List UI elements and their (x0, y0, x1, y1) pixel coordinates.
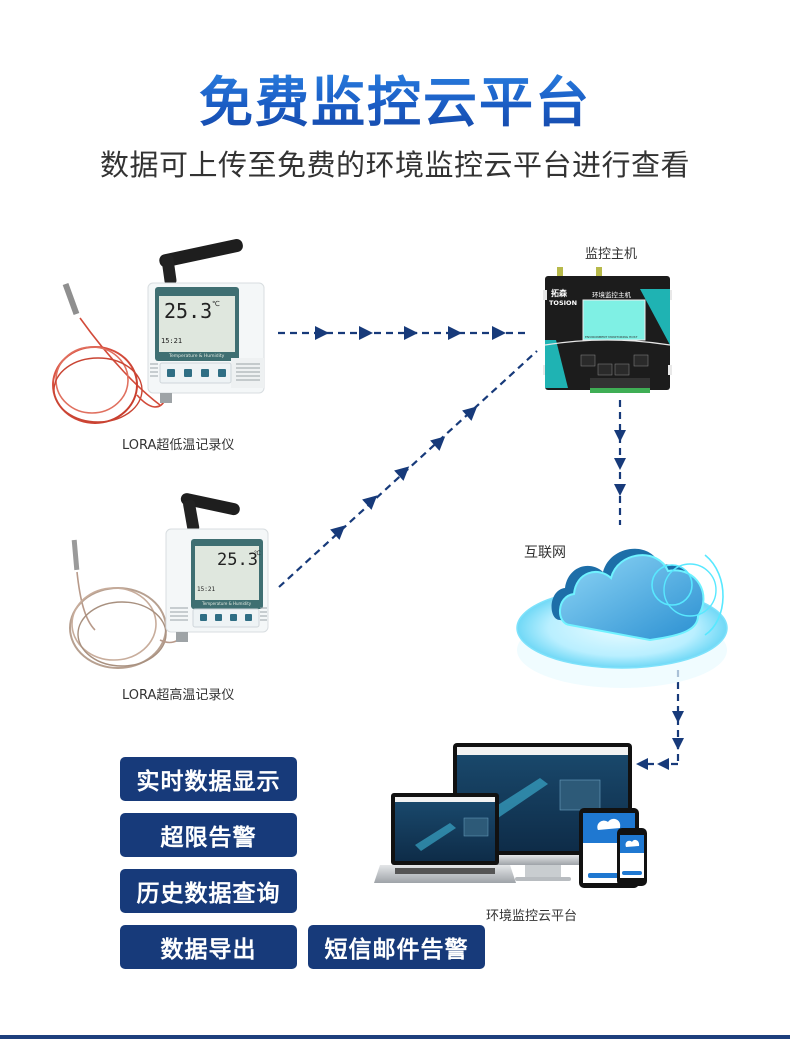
host-brand-en: TOSION (549, 299, 577, 307)
arrow-heads-diagonal (330, 406, 478, 540)
arrow-cloud-to-platform (636, 670, 684, 770)
high-temp-logger-label: LORA超高温记录仪 (122, 688, 235, 703)
page-title: 免费监控云平台 (0, 58, 790, 137)
high-temp-display-unit: ℃ (254, 550, 261, 557)
feature-history-query: 历史数据查询 (120, 869, 297, 913)
feature-data-export: 数据导出 (120, 925, 297, 969)
monitoring-host-image (543, 267, 672, 393)
low-temp-display-time: 15:21 (161, 337, 182, 345)
host-brand-cn: 拓森 (551, 288, 568, 298)
cloud-platform-devices-image (374, 743, 647, 888)
high-temp-display-value: 25.3 (217, 550, 258, 570)
host-label: 监控主机 (585, 247, 638, 262)
high-temp-logger-image (69, 493, 269, 669)
feature-sms-email-alarm: 短信邮件告警 (308, 925, 485, 969)
internet-label: 互联网 (524, 545, 566, 561)
arrow-heads-horizontal (315, 326, 506, 340)
low-temp-display-caption: Temperature & Humidity (168, 353, 225, 359)
arrow-host-to-cloud (614, 400, 626, 525)
page-subtitle: 数据可上传至免费的环境监控云平台进行查看 (99, 148, 690, 182)
feature-overlimit-alarm: 超限告警 (120, 813, 297, 857)
low-temp-display-unit: ℃ (212, 300, 220, 308)
platform-label: 环境监控云平台 (486, 909, 578, 924)
low-temp-display-value: 25.3 (164, 299, 212, 323)
feature-realtime-display: 实时数据显示 (120, 757, 297, 801)
host-screen-caption: ENVIRONMENT MONITORING HOST (585, 335, 638, 339)
high-temp-display-time: 15:21 (197, 586, 215, 593)
internet-cloud-image (516, 548, 728, 688)
host-panel-title: 环境监控主机 (592, 290, 632, 299)
low-temp-logger-image (52, 239, 265, 424)
high-temp-display-caption: Temperature & Humidity (201, 601, 252, 606)
bottom-divider (0, 1035, 790, 1039)
low-temp-logger-label: LORA超低温记录仪 (122, 438, 235, 453)
